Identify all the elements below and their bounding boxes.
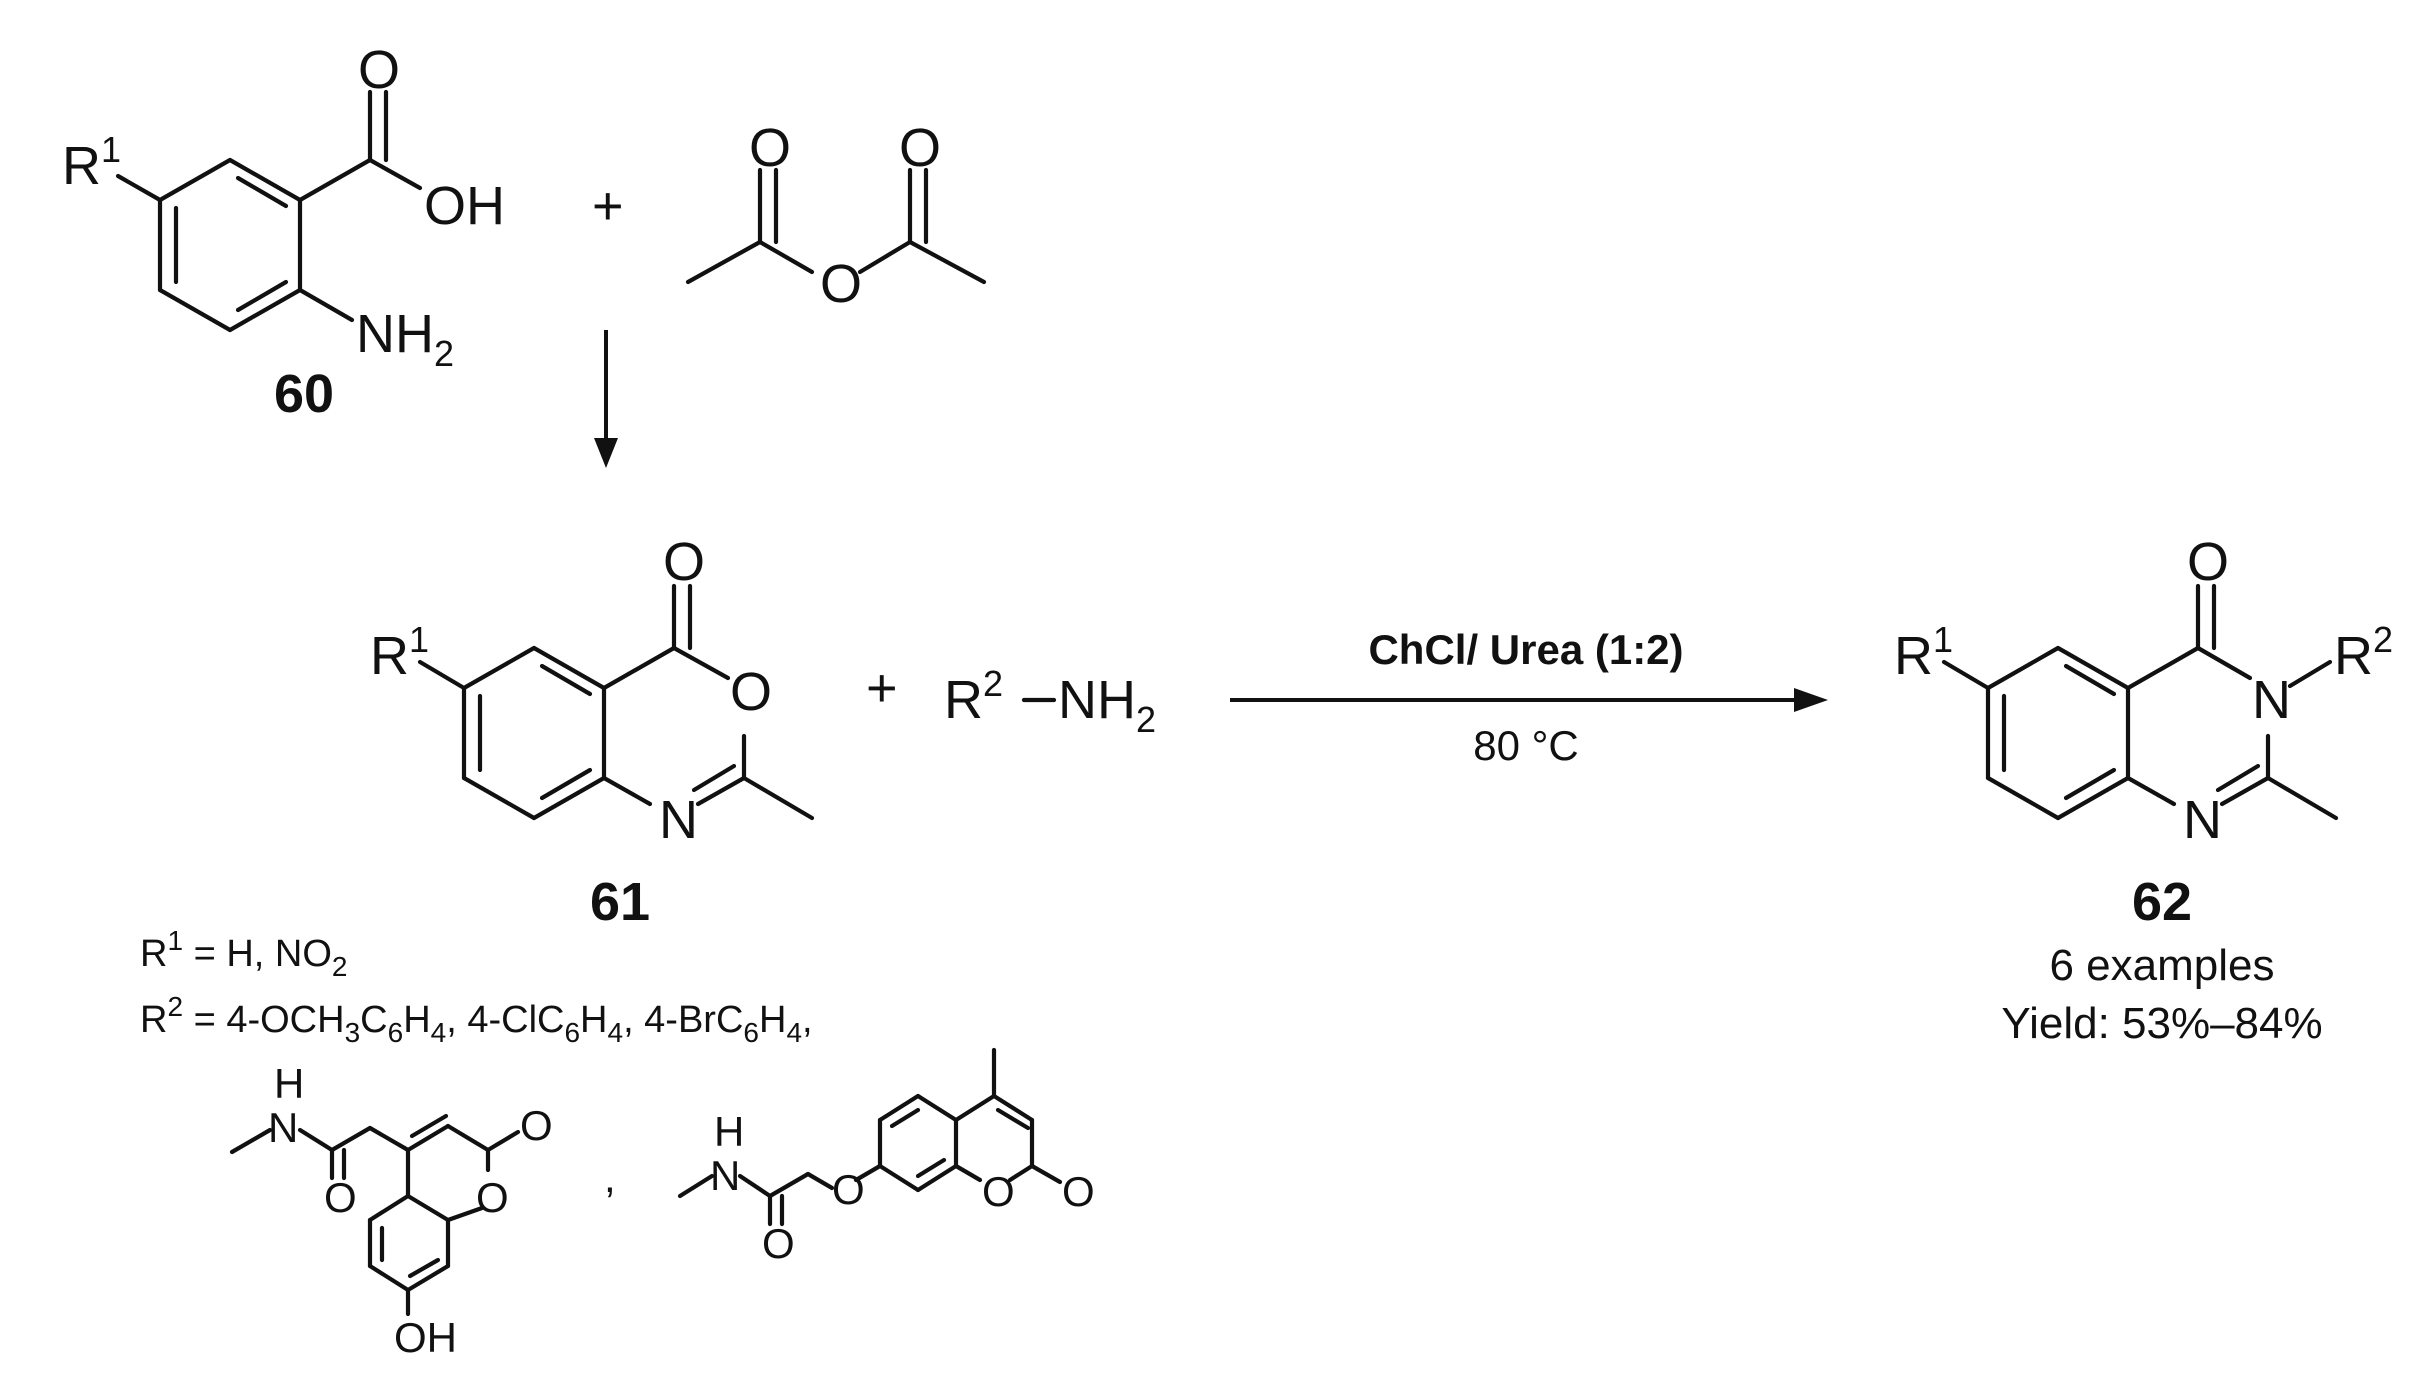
compound-60-label: 60: [274, 364, 334, 424]
compound-62-label: 62: [2132, 872, 2192, 932]
carbonyl-oxygen-label: O: [358, 40, 400, 100]
down-arrow: [594, 330, 618, 468]
acetic-anhydride-structure: [685, 167, 987, 285]
compound-60-structure: [115, 89, 423, 333]
coumarin1-amide-oxygen: O: [324, 1174, 357, 1221]
compound-62-structure: [1941, 583, 2339, 821]
quinazolinone-carbonyl-oxygen: O: [2187, 532, 2229, 592]
coumarin2-h-label: H: [714, 1108, 744, 1155]
benzoxazinone-nitrogen: N: [659, 790, 698, 850]
amine-reagent-label: R2: [944, 663, 1003, 730]
coumarin-substituent-2: [677, 1047, 1063, 1227]
plus-sign-2: +: [866, 658, 898, 718]
plus-sign-1: +: [592, 176, 624, 236]
coumarin2-amide-oxygen: O: [762, 1220, 795, 1267]
r1-label: R1: [62, 129, 121, 196]
coumarin2-lactone-carbonyl-oxygen: O: [1062, 1168, 1095, 1215]
anhydride-oxygen-2: O: [899, 118, 941, 178]
r2-label-62: R2: [2334, 619, 2393, 686]
hydroxyl-label: OH: [424, 176, 505, 236]
quinazolinone-n3: N: [2252, 670, 2291, 730]
coumarin2-ring-oxygen: O: [982, 1168, 1015, 1215]
compound-61-structure: [417, 583, 815, 821]
coumarin1-lactone-carbonyl-oxygen: O: [520, 1102, 553, 1149]
r1-label-61: R1: [370, 619, 429, 686]
coumarin2-ether-oxygen: O: [832, 1166, 865, 1213]
anhydride-oxygen-1: O: [749, 118, 791, 178]
quinazolinone-n1: N: [2183, 790, 2222, 850]
benzoxazinone-ring-oxygen: O: [730, 662, 772, 722]
reaction-temperature: 80 °C: [1473, 722, 1579, 769]
coumarin-substituent-1: [229, 1113, 521, 1317]
r2-definition: R2 = 4-OCH3C6H4, 4-ClC6H4, 4-BrC6H4,: [140, 991, 813, 1048]
coumarin1-ring-oxygen: O: [476, 1174, 509, 1221]
reaction-solvent: ChCl/ Urea (1:2): [1368, 626, 1683, 673]
compound-61-label: 61: [590, 872, 650, 932]
r1-definition: R1 = H, NO2: [140, 925, 347, 982]
examples-count: 6 examples: [2049, 941, 2274, 990]
coumarin1-h-label: H: [274, 1060, 304, 1107]
coumarin1-hydroxyl: OH: [394, 1314, 457, 1361]
amine-nh2-label: NH2: [1058, 670, 1156, 740]
coumarin2-n-label: N: [710, 1152, 740, 1199]
amino-label: NH2: [356, 304, 454, 374]
separator-comma: ,: [604, 1154, 616, 1201]
r1-label-62: R1: [1894, 619, 1953, 686]
benzoxazinone-carbonyl-oxygen: O: [663, 532, 705, 592]
reaction-arrow: [1230, 688, 1828, 712]
yield-range: Yield: 53%–84%: [2001, 999, 2322, 1048]
anhydride-bridge-oxygen: O: [820, 254, 862, 314]
coumarin1-n-label: N: [268, 1104, 298, 1151]
